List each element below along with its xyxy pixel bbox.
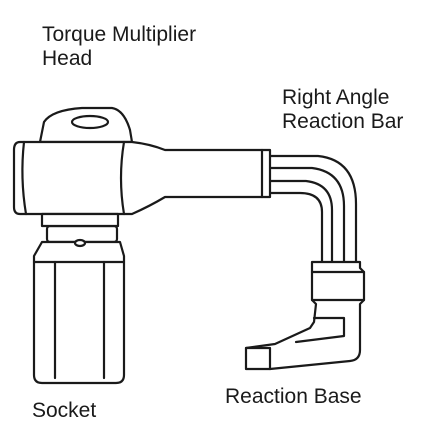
head-label-line2: Head (42, 47, 93, 70)
socket (32, 224, 126, 385)
multiplier-head (12, 106, 272, 228)
reaction-bar (266, 154, 358, 270)
socket-label: Socket (32, 399, 97, 422)
head-label-line1: Torque Multiplier (42, 23, 197, 46)
reaction-base (244, 260, 366, 371)
reaction-bar-label: Right Angle Reaction Bar (282, 86, 403, 134)
head-label: Torque Multiplier Head (42, 23, 196, 71)
reaction-bar-label-line2: Reaction Bar (282, 110, 404, 133)
reaction-bar-label-line1: Right Angle (282, 86, 390, 109)
reaction-base-label: Reaction Base (225, 385, 362, 408)
